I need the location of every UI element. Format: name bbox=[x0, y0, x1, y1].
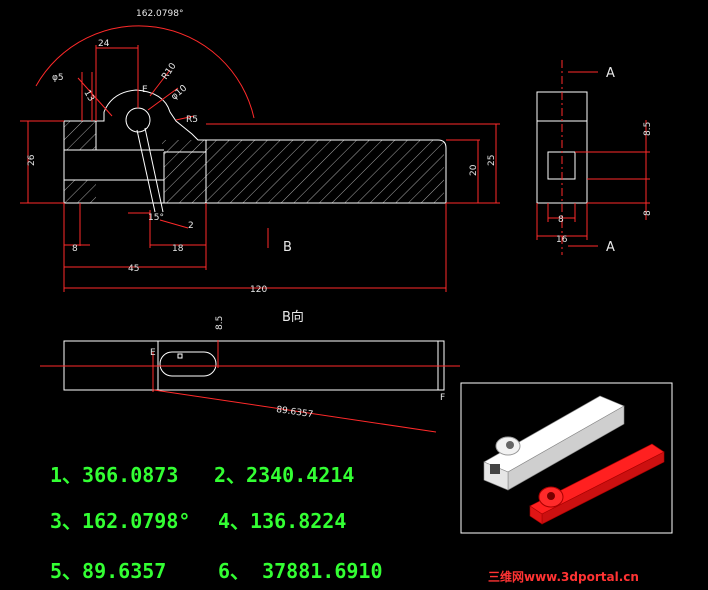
dim-24: 24 bbox=[98, 39, 110, 49]
arc-angle-line bbox=[35, 25, 255, 119]
dim-120: 120 bbox=[250, 285, 267, 295]
bview-dim-89: 89.6357 bbox=[276, 405, 314, 420]
iso-preview bbox=[460, 382, 673, 534]
dim-phi5: φ5 bbox=[52, 73, 64, 83]
side-dimensions bbox=[536, 60, 650, 255]
point-e-main: E bbox=[142, 85, 148, 95]
dim-20: 20 bbox=[469, 164, 479, 176]
section-a-top-label: A bbox=[606, 66, 615, 81]
front-dimensions bbox=[20, 25, 500, 292]
dim-phi10: φ10 bbox=[170, 83, 190, 102]
side-dim-8-right: 8 bbox=[643, 210, 653, 216]
side-dim-8-5: 8.5 bbox=[643, 122, 653, 136]
dim-8: 8 bbox=[72, 244, 78, 254]
b-view-title: B向 bbox=[282, 309, 304, 325]
dim-r10: R10 bbox=[160, 61, 179, 81]
bview-dim-8-5: 8.5 bbox=[215, 316, 225, 330]
iso-red-part bbox=[529, 443, 665, 525]
iso-white-part bbox=[483, 395, 625, 491]
front-oil-channel-left bbox=[136, 129, 156, 213]
b-view-point-marker bbox=[177, 353, 183, 359]
dim-arc-angle: 162.0798° bbox=[136, 9, 183, 19]
front-view-outline bbox=[63, 89, 447, 204]
result-3: 3、162.0798° bbox=[50, 509, 190, 533]
point-f-bview: F bbox=[440, 393, 445, 403]
dim-45: 45 bbox=[128, 264, 139, 274]
point-e-bview: E bbox=[150, 348, 156, 358]
dim-r5: R5 bbox=[186, 115, 198, 125]
front-pin-hole bbox=[125, 107, 151, 133]
result-4: 4、136.8224 bbox=[218, 509, 346, 533]
section-a-bottom-label: A bbox=[606, 240, 615, 255]
dim-2: 2 bbox=[188, 221, 194, 231]
b-view-dimensions bbox=[40, 340, 460, 433]
dim-25: 25 bbox=[487, 155, 497, 166]
view-labels: B B向 A A E E F bbox=[142, 66, 615, 403]
front-view-hatched-body bbox=[64, 121, 444, 203]
b-view-dimension-texts: 8.5 89.6357 bbox=[215, 316, 314, 420]
side-dim-16: 16 bbox=[556, 235, 568, 245]
side-dim-8-bottom: 8 bbox=[558, 215, 564, 225]
side-dimension-texts: 8.5 8 8 16 bbox=[556, 122, 653, 245]
result-6: 6、 37881.6910 bbox=[218, 559, 383, 583]
dim-15-deg: 15° bbox=[148, 213, 164, 223]
dim-18: 18 bbox=[172, 244, 184, 254]
result-5: 5、89.6357 bbox=[50, 559, 166, 583]
results-list: 1、366.0873 2、2340.4214 3、162.0798° 4、136… bbox=[50, 463, 383, 583]
b-view-slot bbox=[159, 351, 217, 377]
dim-26: 26 bbox=[27, 154, 37, 166]
result-2: 2、2340.4214 bbox=[214, 463, 354, 487]
front-oil-channel-right bbox=[144, 127, 164, 213]
front-view bbox=[63, 89, 447, 213]
watermark: 三维网www.3dportal.cn bbox=[488, 569, 639, 584]
result-1: 1、366.0873 bbox=[50, 463, 178, 487]
dim-13: 13 bbox=[81, 89, 95, 104]
b-arrow-label: B bbox=[283, 240, 292, 255]
